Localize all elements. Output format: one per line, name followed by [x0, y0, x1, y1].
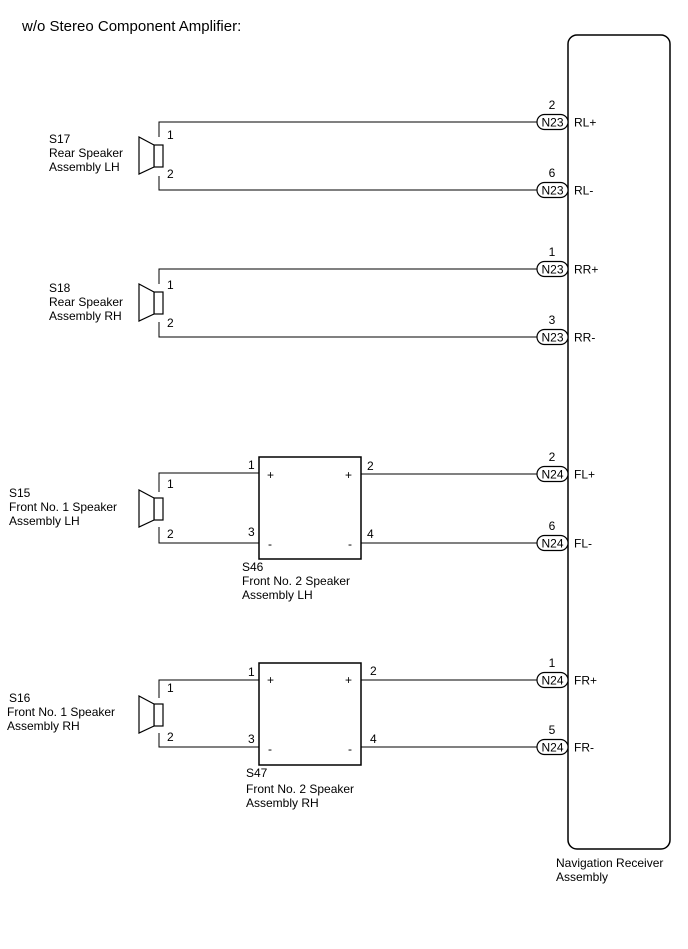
speaker-name-line2: Assembly LH: [9, 514, 80, 528]
terminal-minus-sign: -: [348, 742, 352, 756]
connector-pin-number: 2: [549, 98, 556, 112]
rear-speaker-rh-group: S18 Rear Speaker Assembly RH 1 2: [49, 268, 538, 338]
speaker-icon: [138, 489, 164, 528]
terminal-plus-sign: +: [267, 468, 274, 482]
speaker-pin: 2: [167, 730, 174, 744]
connector-pin-number: 6: [549, 166, 556, 180]
connector-pill: [536, 181, 569, 199]
tweeter-box: [258, 456, 362, 560]
speaker-icon: [138, 136, 164, 175]
speaker-pin: 2: [167, 167, 174, 181]
signal-label: FR+: [574, 674, 597, 688]
connector-code: N23: [541, 184, 563, 198]
tweeter-pin: 3: [248, 732, 255, 746]
receiver-terminals: N232RL+N236RL-N231RR+N233RR-N242FL+N246F…: [536, 98, 598, 756]
tweeter-pin: 1: [248, 458, 255, 472]
speaker-pin: 1: [167, 278, 174, 292]
signal-label: RR-: [574, 331, 595, 345]
tweeter-code: S47: [246, 766, 268, 780]
speaker-pin: 2: [167, 316, 174, 330]
tweeter-name-line2: Assembly LH: [242, 588, 313, 602]
signal-label: RL+: [574, 116, 596, 130]
navigation-receiver-box: [567, 34, 671, 850]
tweeter-name-line2: Assembly RH: [246, 796, 319, 810]
terminal-minus-sign: -: [348, 537, 352, 551]
tweeter-pin: 2: [367, 459, 374, 473]
connector-terminal: N24 1FR+: [536, 656, 597, 689]
connector-code: N24: [541, 674, 563, 688]
receiver-label-line2: Assembly: [556, 870, 608, 884]
connector-terminal: N23 3RR-: [536, 313, 595, 346]
receiver-label-line1: Navigation Receiver: [556, 856, 663, 870]
connector-pin-number: 1: [549, 656, 556, 670]
connector-terminal: N23 6RL-: [536, 166, 593, 199]
connector-pill: [536, 113, 569, 131]
diagram-title: w/o Stereo Component Amplifier:: [21, 18, 241, 35]
terminal-plus-sign: +: [345, 673, 352, 687]
tweeter-name-line1: Front No. 2 Speaker: [242, 574, 350, 588]
speaker-name-line1: Rear Speaker: [49, 295, 123, 309]
connector-terminal: N23 2RL+: [536, 98, 596, 131]
terminal-plus-sign: +: [345, 468, 352, 482]
signal-label: FL-: [574, 537, 592, 551]
connector-code: N23: [541, 263, 563, 277]
terminal-minus-sign: -: [268, 742, 272, 756]
speaker-code: S17: [49, 132, 71, 146]
speaker-name-line2: Assembly RH: [49, 309, 122, 323]
tweeter-pin: 2: [370, 664, 377, 678]
speaker-code: S16: [9, 691, 31, 705]
connector-terminal: N24 6FL-: [536, 519, 592, 552]
connector-pill: [536, 671, 569, 689]
connector-pill: [536, 260, 569, 278]
speaker-name-line2: Assembly RH: [7, 719, 80, 733]
connector-code: N23: [541, 331, 563, 345]
speaker-pin: 1: [167, 477, 174, 491]
connector-pin-number: 3: [549, 313, 556, 327]
front-speaker-rh-group: S16 Front No. 1 Speaker Assembly RH 1 2 …: [7, 662, 538, 810]
connector-pin-number: 5: [549, 723, 556, 737]
tweeter-box: [258, 662, 362, 766]
connector-pill: [536, 328, 569, 346]
terminal-minus-sign: -: [268, 537, 272, 551]
speaker-name-line1: Front No. 1 Speaker: [7, 705, 115, 719]
rear-speaker-lh-group: S17 Rear Speaker Assembly LH 1 2: [49, 121, 538, 191]
connector-pill: [536, 738, 569, 756]
tweeter-pin: 4: [367, 527, 374, 541]
signal-label: FL+: [574, 468, 595, 482]
front-speaker-lh-group: S15 Front No. 1 Speaker Assembly LH 1 2 …: [9, 456, 538, 602]
connector-code: N24: [541, 537, 563, 551]
signal-label: RR+: [574, 263, 598, 277]
speaker-name-line2: Assembly LH: [49, 160, 120, 174]
speaker-code: S18: [49, 281, 71, 295]
speaker-pin: 2: [167, 527, 174, 541]
connector-terminal: N24 2FL+: [536, 450, 595, 483]
connector-pin-number: 1: [549, 245, 556, 259]
connector-code: N24: [541, 741, 563, 755]
connector-code: N23: [541, 116, 563, 130]
speaker-name-line1: Rear Speaker: [49, 146, 123, 160]
connector-code: N24: [541, 468, 563, 482]
signal-label: FR-: [574, 741, 594, 755]
speaker-pin: 1: [167, 128, 174, 142]
tweeter-pin: 3: [248, 525, 255, 539]
speaker-icon: [138, 283, 164, 322]
speaker-code: S15: [9, 486, 31, 500]
connector-pin-number: 2: [549, 450, 556, 464]
tweeter-name-line1: Front No. 2 Speaker: [246, 782, 354, 796]
speaker-name-line1: Front No. 1 Speaker: [9, 500, 117, 514]
connector-pill: [536, 534, 569, 552]
tweeter-pin: 1: [248, 665, 255, 679]
speaker-icon: [138, 695, 164, 734]
connector-terminal: N23 1RR+: [536, 245, 598, 278]
connector-pin-number: 6: [549, 519, 556, 533]
signal-label: RL-: [574, 184, 593, 198]
tweeter-code: S46: [242, 560, 264, 574]
tweeter-pin: 4: [370, 732, 377, 746]
speaker-pin: 1: [167, 681, 174, 695]
connector-pill: [536, 465, 569, 483]
terminal-plus-sign: +: [267, 673, 274, 687]
connector-terminal: N24 5FR-: [536, 723, 594, 756]
